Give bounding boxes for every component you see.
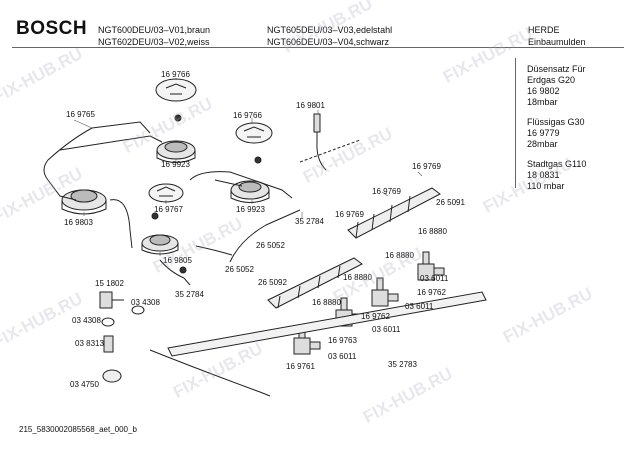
part-label: 16 8880 bbox=[385, 251, 414, 260]
burner-body bbox=[61, 189, 107, 215]
model-list-left: NGT600DEU/03–V01,braun NGT602DEU/03–V02,… bbox=[98, 24, 210, 48]
part-label: 16 9763 bbox=[328, 336, 357, 345]
burner-cap bbox=[155, 78, 197, 102]
part-label: 16 9766 bbox=[161, 70, 190, 79]
part-label: 03 6011 bbox=[405, 302, 434, 311]
header-rule bbox=[12, 47, 624, 48]
part-label: 15 1802 bbox=[95, 279, 124, 288]
part-label: 35 2784 bbox=[295, 217, 324, 226]
drawing-reference: 215_5830002085568_aet_000_b bbox=[19, 425, 137, 434]
gas-part: 16 9802 bbox=[527, 86, 560, 96]
category-line: HERDE bbox=[528, 25, 560, 35]
igniter-electrode bbox=[299, 113, 361, 171]
part-label: 03 8313 bbox=[75, 339, 104, 348]
burner-cap bbox=[148, 183, 184, 203]
seal-ring bbox=[101, 305, 145, 383]
brand-logo: BOSCH bbox=[16, 18, 88, 39]
screw bbox=[151, 114, 262, 274]
gas-manifold-pipe bbox=[149, 291, 487, 397]
category-line: Einbaumulden bbox=[528, 37, 586, 47]
part-label: 16 8880 bbox=[312, 298, 341, 307]
valve-bracket bbox=[267, 257, 363, 309]
gas-info-panel: Düsensatz Für Erdgas G20 16 9802 18mbar … bbox=[527, 64, 586, 192]
gas-name: Flüssigas G30 bbox=[527, 117, 585, 127]
gas-part: 16 9779 bbox=[527, 128, 560, 138]
part-label: 16 9769 bbox=[335, 210, 364, 219]
burner-body bbox=[156, 140, 196, 163]
inlet-fitting bbox=[99, 291, 124, 309]
info-panel-rule bbox=[515, 58, 516, 188]
part-label: 26 5052 bbox=[256, 241, 285, 250]
model-list-right: NGT605DEU/03–V03,edelstahl NGT606DEU/03–… bbox=[267, 24, 392, 48]
gas-part: 18 0831 bbox=[527, 170, 560, 180]
part-label: 16 9761 bbox=[286, 362, 315, 371]
part-label: 16 9767 bbox=[154, 205, 183, 214]
gas-info-title: Düsensatz Für bbox=[527, 64, 586, 74]
part-label: 03 4308 bbox=[131, 298, 160, 307]
part-label: 16 9769 bbox=[372, 187, 401, 196]
model-line: NGT605DEU/03–V03,edelstahl bbox=[267, 25, 393, 35]
part-label: 03 6011 bbox=[420, 274, 449, 283]
burner-body bbox=[141, 234, 179, 255]
part-label: 35 2783 bbox=[388, 360, 417, 369]
part-label: 16 8880 bbox=[418, 227, 447, 236]
part-label: 03 6011 bbox=[372, 325, 401, 334]
part-label: 16 9803 bbox=[64, 218, 93, 227]
part-label: 26 5091 bbox=[436, 198, 465, 207]
part-label: 16 9805 bbox=[163, 256, 192, 265]
model-line: NGT602DEU/03–V02,weiss bbox=[98, 37, 210, 47]
part-label: 16 9801 bbox=[296, 101, 325, 110]
model-line: NGT606DEU/03–V04,schwarz bbox=[267, 37, 390, 47]
part-label: 26 5052 bbox=[225, 265, 254, 274]
part-label: 03 4750 bbox=[70, 380, 99, 389]
part-label: 26 5092 bbox=[258, 278, 287, 287]
gas-pressure: 110 mbar bbox=[527, 181, 565, 191]
part-label: 16 9765 bbox=[66, 110, 95, 119]
gas-valve bbox=[371, 277, 399, 307]
gas-pressure: 28mbar bbox=[527, 139, 558, 149]
part-label: 16 9923 bbox=[161, 160, 190, 169]
nozzle bbox=[103, 335, 114, 353]
category-block: HERDE Einbaumulden bbox=[528, 24, 586, 48]
part-label: 16 9766 bbox=[233, 111, 262, 120]
gas-pressure: 18mbar bbox=[527, 97, 558, 107]
thermocouple-lead bbox=[43, 121, 301, 286]
burner-body bbox=[230, 180, 270, 203]
part-label: 16 8880 bbox=[343, 273, 372, 282]
part-label: 16 9769 bbox=[412, 162, 441, 171]
valve-bracket bbox=[347, 187, 441, 239]
part-label: 03 4308 bbox=[72, 316, 101, 325]
gas-name: Erdgas G20 bbox=[527, 75, 576, 85]
part-label: 16 9762 bbox=[361, 312, 390, 321]
gas-name: Stadtgas G110 bbox=[527, 159, 587, 169]
gas-valve bbox=[417, 251, 445, 281]
part-label: 16 9923 bbox=[236, 205, 265, 214]
leader-lines bbox=[73, 78, 423, 256]
part-label: 16 9762 bbox=[417, 288, 446, 297]
part-label: 03 6011 bbox=[328, 352, 357, 361]
part-label: 35 2784 bbox=[175, 290, 204, 299]
burner-cap bbox=[235, 122, 273, 144]
model-line: NGT600DEU/03–V01,braun bbox=[98, 25, 211, 35]
